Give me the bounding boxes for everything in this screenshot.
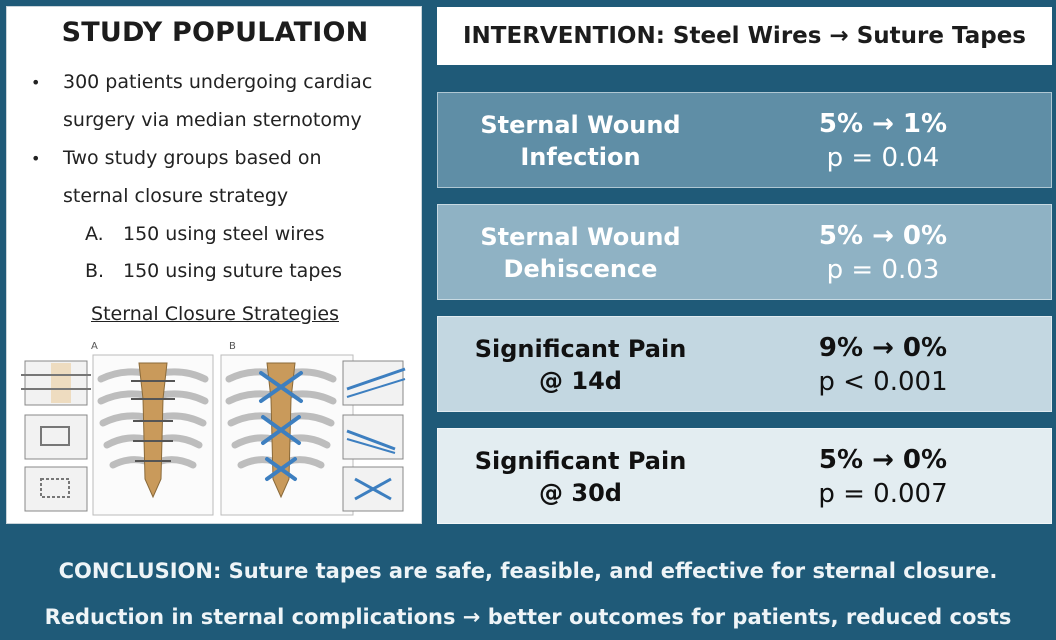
outcome-label: Sternal Wound Infection — [438, 93, 723, 189]
outcome-row-dehiscence: Sternal Wound Dehiscence 5% → 0% p = 0.0… — [437, 204, 1052, 300]
bullet-1-line-1: 300 patients undergoing cardiac — [63, 71, 373, 93]
outcome-change: 5% → 0% — [818, 221, 948, 251]
wire-loop — [40, 478, 70, 498]
left-ribs — [97, 368, 149, 469]
outcome-change: 9% → 0% — [818, 333, 948, 363]
conclusion-line-1: CONCLUSION: Suture tapes are safe, feasi… — [58, 559, 998, 583]
outcome-label: Significant Pain @ 14d — [438, 317, 723, 413]
conclusion-block: CONCLUSION: Suture tapes are safe, feasi… — [0, 548, 1056, 640]
outcome-change: 5% → 1% — [818, 109, 948, 139]
bullet-icon: • — [31, 149, 41, 168]
bullet-icon: • — [31, 73, 41, 92]
outcome-label-line-2: @ 14d — [539, 367, 622, 395]
group-a-letter: A. — [85, 223, 104, 245]
inset-bone — [51, 363, 71, 403]
figure-caption: Sternal Closure Strategies — [91, 303, 339, 325]
outcome-p-value: p < 0.001 — [818, 367, 948, 397]
figure-label-a: A — [91, 341, 98, 352]
outcome-p-value: p = 0.04 — [826, 143, 940, 173]
outcome-label-line-1: Significant Pain — [474, 335, 687, 363]
bullet-2-line-2: sternal closure strategy — [63, 185, 289, 207]
tape-line — [346, 438, 396, 454]
figure-panel-a: A — [21, 341, 214, 516]
figure-label-b: B — [229, 341, 236, 352]
outcome-label-line-1: Sternal Wound — [480, 223, 681, 251]
right-ribs — [285, 368, 337, 469]
tape-line — [346, 429, 396, 451]
steel-wires — [131, 380, 175, 462]
outcome-value: 9% → 0% p < 0.001 — [728, 317, 1038, 413]
outcome-change: 5% → 0% — [818, 445, 948, 475]
study-population-title: STUDY POPULATION — [61, 17, 369, 48]
group-b-text: 150 using suture tapes — [123, 260, 342, 282]
outcome-row-infection: Sternal Wound Infection 5% → 1% p = 0.04 — [437, 92, 1052, 188]
bullet-2-line-1: Two study groups based on — [63, 147, 322, 169]
tape-cross — [354, 477, 392, 501]
tape-line — [346, 367, 406, 391]
bullet-1-line-2: surgery via median sternotomy — [63, 109, 362, 131]
inset-box — [24, 414, 88, 460]
intervention-header: INTERVENTION: Steel Wires → Suture Tapes — [437, 7, 1052, 65]
outcome-p-value: p = 0.03 — [826, 255, 940, 285]
outcome-label-line-2: Infection — [520, 143, 641, 171]
sternum-a — [138, 362, 168, 499]
outcome-value: 5% → 0% p = 0.03 — [728, 205, 1038, 301]
outcome-label-line-1: Sternal Wound — [480, 111, 681, 139]
right-ribs — [157, 368, 209, 469]
outcome-value: 5% → 0% p = 0.007 — [728, 429, 1038, 525]
wire-loop — [40, 426, 70, 446]
outcome-value: 5% → 1% p = 0.04 — [728, 93, 1038, 189]
conclusion-line-2: Reduction in sternal complications → bet… — [44, 605, 1012, 629]
group-b-letter: B. — [85, 260, 105, 282]
outcome-label-line-1: Significant Pain — [474, 447, 687, 475]
left-ribs — [225, 368, 277, 469]
outcome-row-pain-30d: Significant Pain @ 30d 5% → 0% p = 0.007 — [437, 428, 1052, 524]
study-population-panel: STUDY POPULATION • 300 patients undergoi… — [6, 6, 422, 524]
outcome-label: Significant Pain @ 30d — [438, 429, 723, 525]
outcome-label-line-2: Dehiscence — [503, 255, 658, 283]
figure-panel-b: B — [220, 341, 406, 516]
suture-tapes — [259, 371, 303, 481]
outcome-label: Sternal Wound Dehiscence — [438, 205, 723, 301]
sternal-closure-figure: A B — [21, 341, 406, 516]
outcome-label-line-2: @ 30d — [539, 479, 622, 507]
outcome-p-value: p = 0.007 — [818, 479, 948, 509]
group-a-text: 150 using steel wires — [123, 223, 325, 245]
outcome-row-pain-14d: Significant Pain @ 14d 9% → 0% p < 0.001 — [437, 316, 1052, 412]
tape-line — [346, 378, 406, 398]
inset-box — [24, 466, 88, 512]
